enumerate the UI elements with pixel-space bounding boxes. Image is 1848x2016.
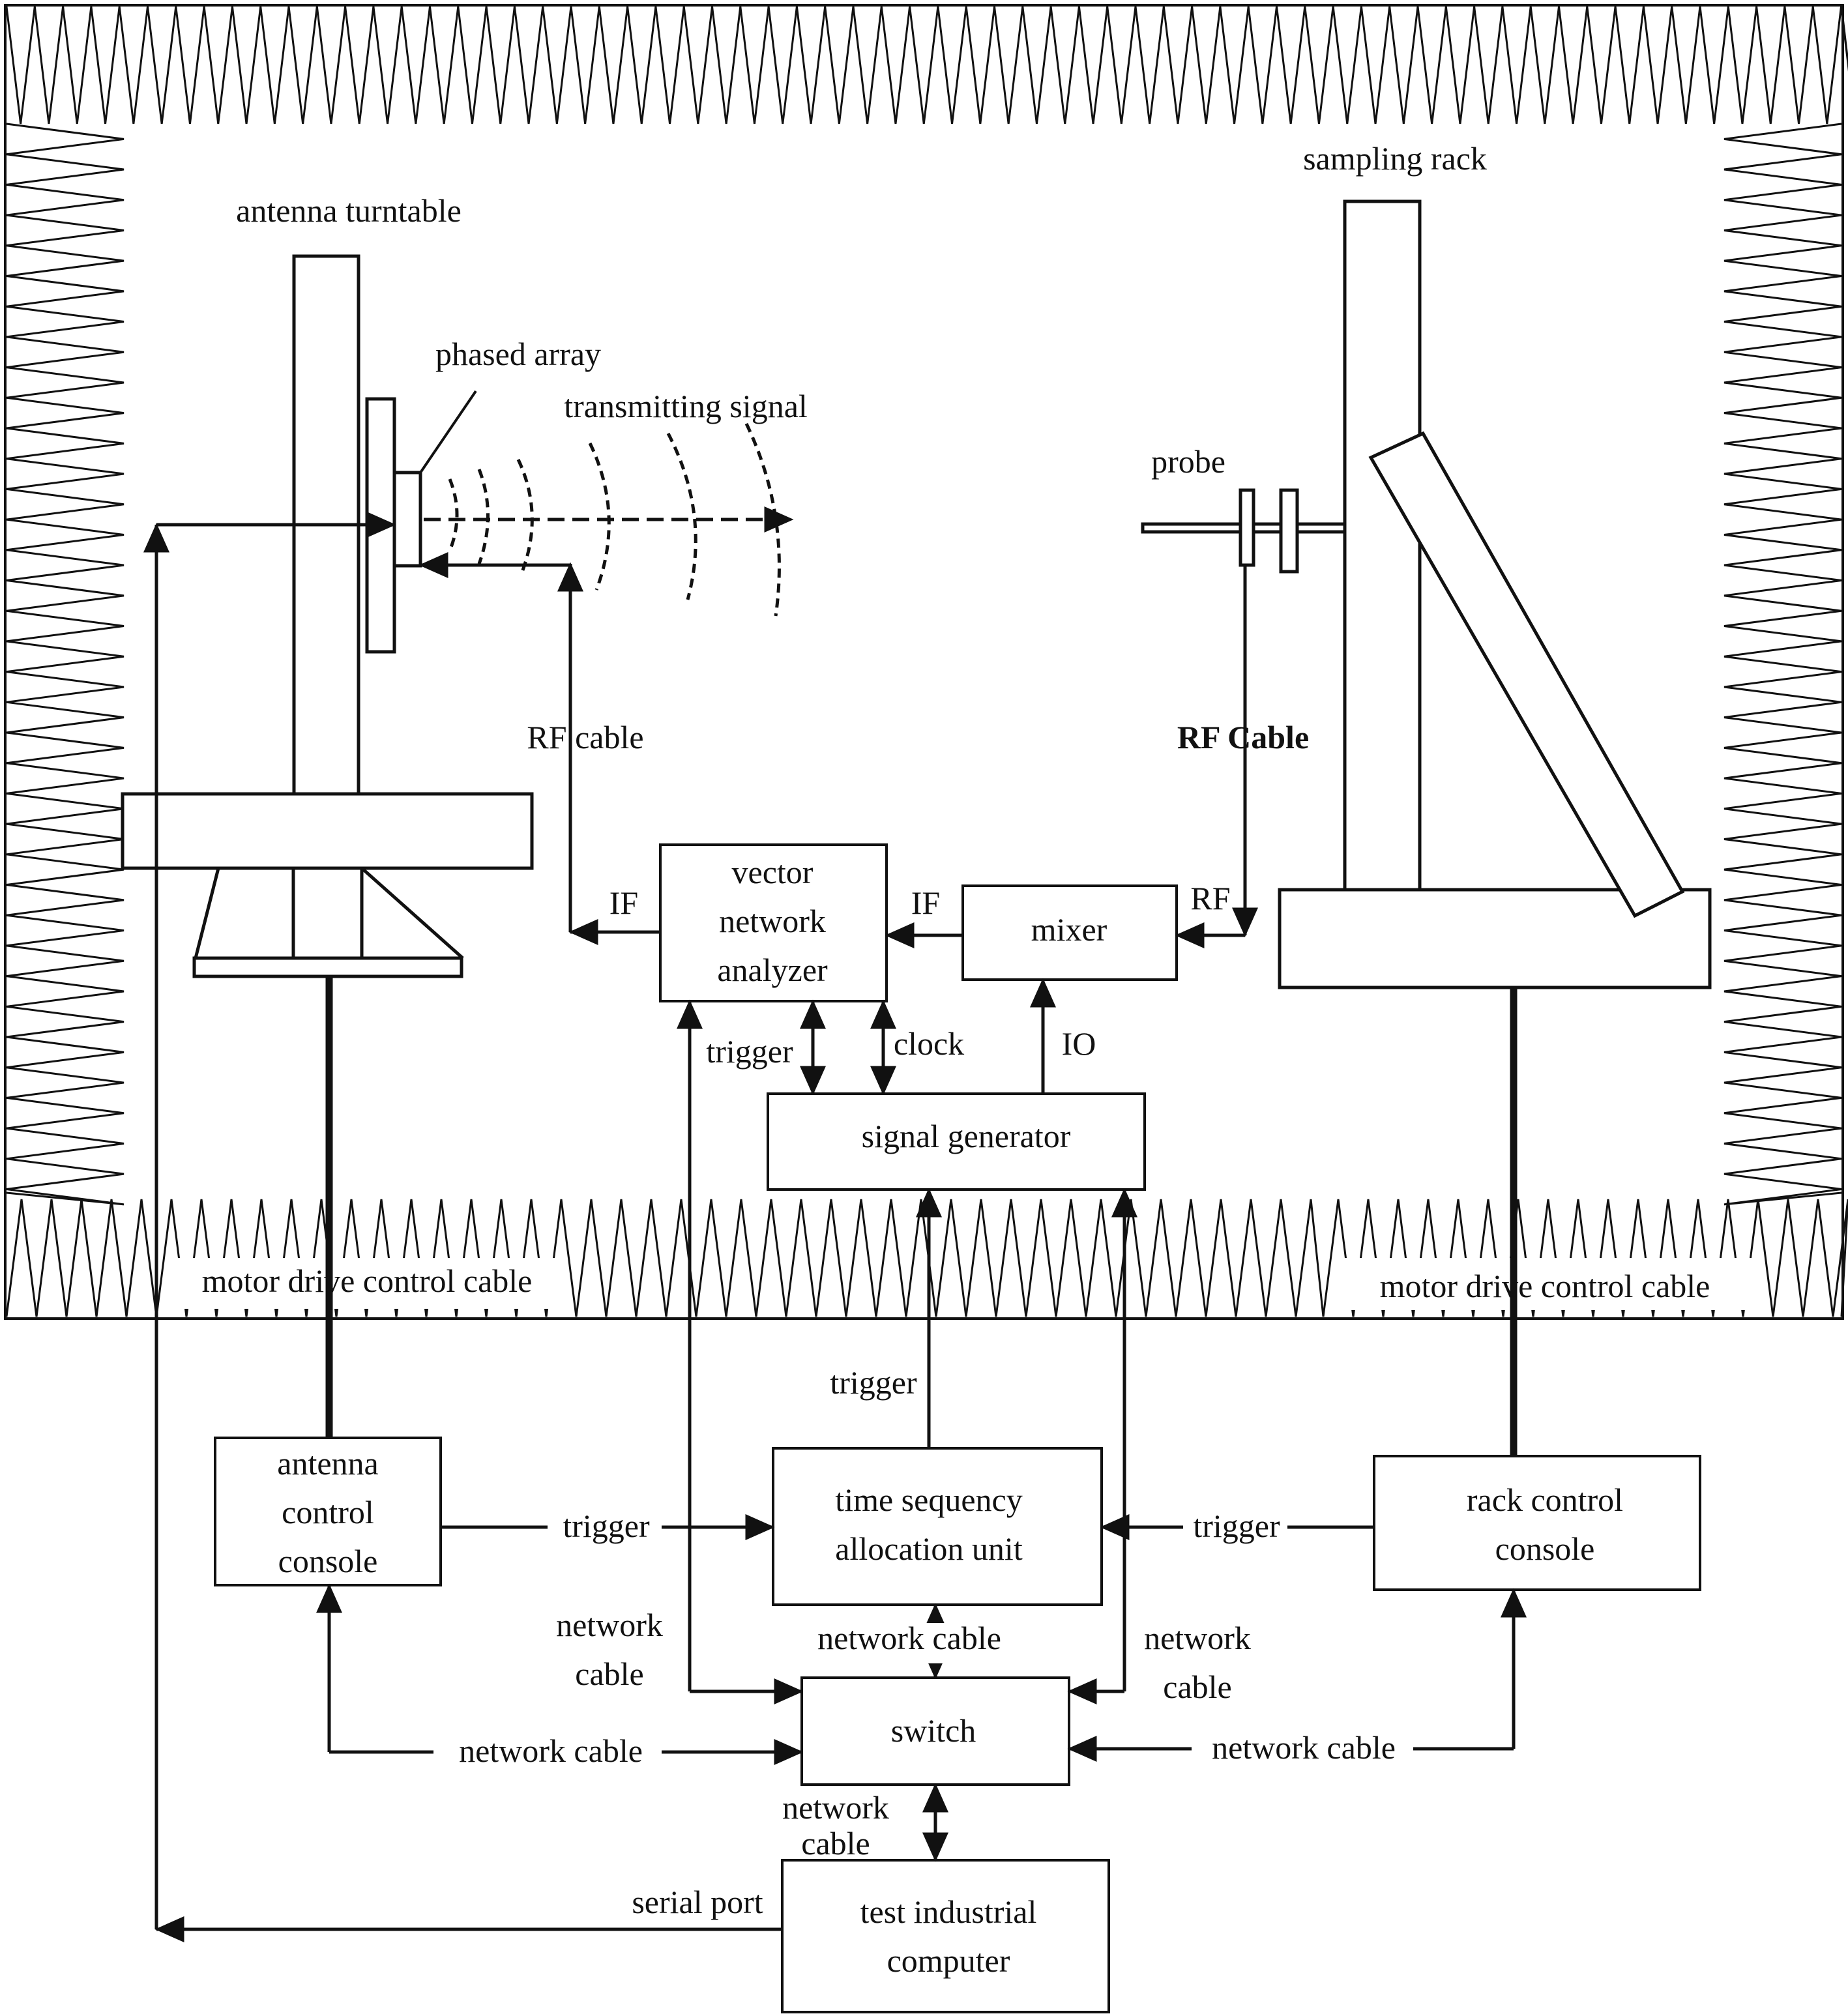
antenna-console-label-1: antenna — [277, 1445, 378, 1482]
timing-unit-box — [772, 1447, 1103, 1606]
timing-unit-label-2: allocation unit — [835, 1530, 1023, 1567]
sampling-rack — [1141, 199, 1712, 989]
rack-brace — [1368, 431, 1685, 918]
antenna-console-label-3: console — [278, 1543, 378, 1579]
absorber-top — [5, 6, 1848, 124]
motor-cable-left-label: motor drive control cable — [202, 1263, 533, 1299]
vna-label-2: network — [719, 903, 826, 939]
vna-label-3: analyzer — [717, 952, 828, 988]
clock-label: clock — [894, 1025, 964, 1062]
antenna-turntable-label: antenna turntable — [236, 192, 462, 229]
timing-unit-label-1: time sequency — [835, 1482, 1022, 1518]
trigger-left-label: trigger — [563, 1508, 650, 1544]
signal-generator-box — [767, 1092, 1146, 1191]
rack-console-label-1: rack control — [1467, 1482, 1623, 1518]
phased-array-feed — [392, 471, 422, 568]
turntable-base — [192, 956, 463, 978]
network-cable-left-label: network cable — [459, 1732, 643, 1769]
absorber-bottom-right — [1322, 1199, 1848, 1317]
trigger-right-label: trigger — [1193, 1508, 1280, 1544]
rf-cable-right-label: RF Cable — [1177, 719, 1309, 755]
anechoic-chamber — [4, 4, 1848, 1320]
turntable-plate — [121, 792, 534, 870]
rack-console-box — [1373, 1455, 1701, 1591]
network-cable-left-top-label-2: cable — [575, 1656, 643, 1692]
antenna-console-label-2: control — [282, 1494, 374, 1530]
motor-cable-right-label: motor drive control cable — [1380, 1268, 1710, 1304]
rf-mixer-label: RF — [1190, 880, 1230, 916]
network-cable-right-top-label-2: cable — [1163, 1669, 1231, 1705]
sampling-rack-label: sampling rack — [1303, 140, 1487, 177]
signal-generator-label: signal generator — [862, 1118, 1071, 1154]
absorber-right — [1723, 123, 1842, 1206]
trigger-vna-label: trigger — [706, 1033, 793, 1070]
network-cable-bottom-label-2: cable — [801, 1825, 870, 1862]
if-mid-label: IF — [911, 884, 940, 921]
probe-label: probe — [1151, 443, 1225, 480]
absorber-left — [6, 123, 125, 1206]
probe-disc-1 — [1239, 488, 1255, 567]
probe-disc-2 — [1279, 488, 1299, 574]
vna-label-1: vector — [732, 854, 814, 890]
vna-box — [659, 843, 888, 1002]
rack-console-label-2: console — [1495, 1530, 1595, 1567]
rf-cable-left-label: RF cable — [527, 719, 643, 755]
computer-label-2: computer — [887, 1942, 1010, 1979]
network-cable-right-top-label-1: network — [1144, 1620, 1251, 1656]
transmitting-signal — [424, 422, 794, 617]
io-label: IO — [1062, 1025, 1096, 1062]
computer-box — [781, 1859, 1110, 2013]
network-cable-bottom-label-1: network — [782, 1789, 889, 1826]
absorber-bottom-left — [5, 1199, 158, 1317]
transmitting-signal-label: transmitting signal — [564, 388, 808, 424]
chamber-outline — [4, 4, 1844, 1320]
trigger-sg-label: trigger — [830, 1364, 917, 1401]
connections — [143, 512, 1527, 1942]
mixer-label: mixer — [1031, 911, 1107, 948]
switch-label: switch — [891, 1712, 976, 1749]
computer-label-1: test industrial — [860, 1893, 1037, 1930]
network-cable-right-label: network cable — [1212, 1729, 1396, 1766]
network-cable-top-label: network cable — [817, 1620, 1001, 1656]
rack-base — [1278, 888, 1712, 989]
rack-column — [1343, 199, 1422, 892]
network-cable-left-top-label-1: network — [556, 1607, 663, 1643]
switch-box — [800, 1676, 1070, 1786]
if-left-label: IF — [609, 884, 638, 921]
phased-array-label: phased array — [435, 336, 601, 372]
serial-port-label: serial port — [632, 1884, 763, 1920]
